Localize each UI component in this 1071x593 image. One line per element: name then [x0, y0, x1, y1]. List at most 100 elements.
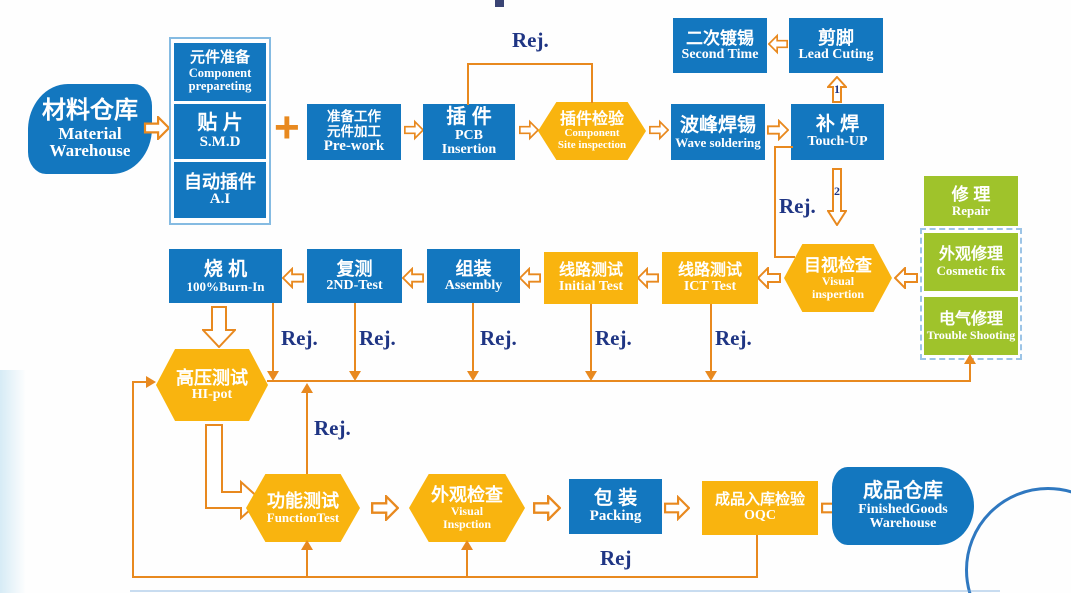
reject-label: Rej.	[715, 326, 752, 350]
flow-arrow-bend-icon	[205, 424, 263, 520]
bottom-border-line	[130, 590, 1000, 592]
arrowhead-up-icon	[964, 354, 976, 364]
flow-arrow-right-icon	[143, 116, 171, 140]
flow-arrow-right-icon	[371, 495, 399, 521]
flow-arrow-left-icon	[894, 267, 918, 289]
node-label: 电气修理	[938, 310, 1003, 328]
node-label: Material	[58, 123, 122, 143]
node-second-test: 复测 2ND-Test	[307, 249, 402, 303]
node-label: 目视检查	[804, 255, 872, 275]
reject-line	[774, 256, 795, 258]
node-label: 剪脚	[818, 28, 854, 49]
node-label: 补 焊	[815, 114, 860, 136]
arrowhead-down-icon	[705, 371, 717, 381]
reject-line	[590, 304, 592, 373]
node-label: prepareting	[188, 79, 252, 94]
node-label: 元件准备	[189, 49, 250, 67]
reject-label: Rej.	[480, 326, 517, 350]
node-label: 材料仓库	[42, 96, 138, 124]
reject-line	[132, 381, 148, 383]
node-label: Packing	[589, 508, 642, 525]
node-label: 插件检验	[559, 110, 624, 128]
node-packing: 包 装 Packing	[569, 479, 662, 534]
node-component-preparing: 元件准备 Component prepareting	[174, 43, 266, 101]
step-1-marker: 1	[834, 82, 840, 96]
arrowhead-down-icon	[349, 371, 361, 381]
reject-label: Rej.	[281, 326, 318, 350]
node-label: PCB	[455, 127, 483, 143]
reject-label: Rej	[600, 546, 632, 570]
node-label: Site inspection	[557, 138, 627, 151]
flow-arrow-right-icon	[767, 119, 789, 141]
node-label: 烧 机	[203, 258, 248, 280]
node-label: 2ND-Test	[326, 277, 383, 293]
node-label: 修 理	[951, 184, 991, 204]
reject-label: Rej.	[359, 326, 396, 350]
node-auto-insertion: 自动插件 A.I	[174, 162, 266, 218]
node-label: inspertion	[811, 286, 864, 301]
node-initial-test: 线路测试 Initial Test	[544, 252, 638, 304]
node-touch-up: 补 焊 Touch-UP	[791, 104, 884, 160]
node-label: 复测	[336, 258, 373, 279]
node-label: 外观检查	[431, 485, 503, 506]
node-label: Assembly	[444, 277, 503, 293]
node-label: Pre-work	[323, 138, 385, 155]
node-oqc: 成品入库检验 OQC	[702, 481, 818, 535]
node-second-time: 二次镀锡 Second Time	[673, 18, 767, 73]
node-label: 包 装	[593, 487, 638, 509]
reject-label: Rej.	[595, 326, 632, 350]
node-repair: 修 理 Repair	[924, 176, 1018, 226]
flow-arrow-right-icon	[664, 495, 690, 521]
node-label: Initial Test	[558, 278, 624, 294]
node-label: Insertion	[441, 142, 497, 158]
reject-line	[774, 146, 776, 258]
node-smd: 贴 片 S.M.D	[174, 104, 266, 159]
arrowhead-down-icon	[585, 371, 597, 381]
arrowhead-right-icon	[146, 376, 156, 388]
reject-line	[756, 535, 758, 578]
node-label: OQC	[744, 508, 776, 524]
node-label: Component	[564, 127, 620, 140]
node-label: ICT Test	[683, 278, 737, 294]
flow-arrow-down-icon	[202, 306, 236, 348]
arrowhead-up-icon	[301, 383, 313, 393]
node-hi-pot: 高压测试 HI-pot	[156, 349, 268, 421]
node-label: 外观修理	[938, 246, 1003, 264]
node-label: 功能测试	[267, 491, 339, 512]
flow-arrow-right-icon	[649, 119, 669, 141]
node-label: Touch-UP	[807, 134, 868, 150]
node-wave-soldering: 波峰焊锡 Wave soldering	[671, 104, 765, 160]
reject-label: Rej.	[512, 28, 549, 52]
node-lead-cutting: 剪脚 Lead Cuting	[789, 18, 883, 73]
node-label: Component	[188, 66, 252, 81]
arrowhead-up-icon	[461, 540, 473, 550]
reject-line	[466, 546, 468, 577]
reject-collector-line	[267, 380, 971, 382]
arrowhead-down-icon	[467, 371, 479, 381]
corner-arc-decoration	[965, 487, 1071, 593]
node-label: Visual	[821, 273, 855, 288]
node-component-site-inspection: 插件检验 Component Site inspection	[538, 102, 646, 160]
node-label: A.I	[209, 191, 231, 208]
node-prework: 准备工作 元件加工 Pre-work	[307, 104, 401, 160]
reject-line	[472, 303, 474, 373]
node-label: 贴 片	[197, 112, 243, 135]
reject-return-line	[132, 381, 134, 578]
node-label: 线路测试	[677, 261, 742, 279]
node-visual-inspection-2: 外观检查 Visual Inspction	[409, 474, 525, 542]
node-label: 组装	[455, 258, 492, 279]
node-material-warehouse: 材料仓库 Material Warehouse	[28, 84, 152, 174]
reject-line	[354, 303, 356, 373]
background-wash	[0, 370, 26, 593]
arrowhead-up-icon	[301, 540, 313, 550]
reject-line	[969, 362, 971, 382]
node-burn-in: 烧 机 100%Burn-In	[169, 249, 282, 303]
arrowhead-down-icon	[267, 371, 279, 381]
node-label: 线路测试	[558, 261, 623, 279]
flow-arrow-left-icon	[757, 267, 781, 289]
node-cosmetic-fix: 外观修理 Cosmetic fix	[924, 233, 1018, 291]
reject-line	[306, 546, 308, 577]
flow-arrow-left-icon	[282, 267, 304, 289]
reject-line	[272, 303, 274, 373]
node-label: Visual	[450, 504, 484, 519]
